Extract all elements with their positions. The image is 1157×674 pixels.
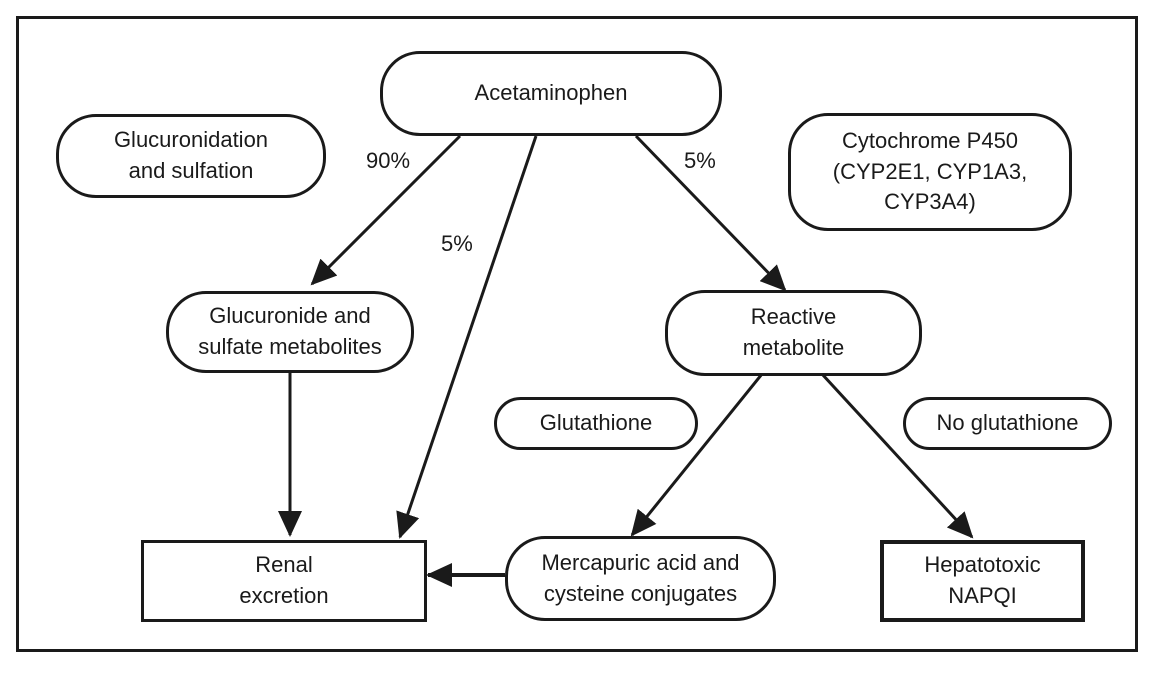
arrow-reactive-to-hepatotoxic bbox=[820, 372, 974, 539]
node-cytochrome-p450: Cytochrome P450 (CYP2E1, CYP1A3, CYP3A4) bbox=[788, 113, 1072, 231]
diagram-frame bbox=[16, 16, 1138, 652]
node-hepatotoxic-napqi: Hepatotoxic NAPQI bbox=[880, 540, 1085, 622]
arrow-acetaminophen-to-renal bbox=[396, 135, 538, 539]
node-no-glutathione: No glutathione bbox=[903, 397, 1112, 450]
node-reactive-metabolite: Reactive metabolite bbox=[665, 290, 922, 376]
edge-label-5-percent-renal: 5% bbox=[441, 231, 473, 256]
node-acetaminophen: Acetaminophen bbox=[380, 51, 722, 136]
arrow-acetaminophen-to-reactive bbox=[634, 134, 787, 292]
edge-label-5-percent-reactive: 5% bbox=[684, 148, 716, 173]
node-glucuronidation-and-sulfation: Glucuronidation and sulfation bbox=[56, 114, 326, 198]
arrow-acetaminophen-to-glucuronide bbox=[310, 134, 462, 286]
node-glucuronide-and-sulfate-metabolites: Glucuronide and sulfate metabolites bbox=[166, 291, 414, 373]
node-glutathione: Glutathione bbox=[494, 397, 698, 450]
edge-label-90-percent: 90% bbox=[366, 148, 411, 173]
node-renal-excretion: Renal excretion bbox=[141, 540, 427, 622]
arrow-reactive-to-mercapuric bbox=[630, 373, 764, 537]
node-mercapuric-acid-and-cysteine-conjugates: Mercapuric acid and cysteine conjugates bbox=[505, 536, 776, 621]
